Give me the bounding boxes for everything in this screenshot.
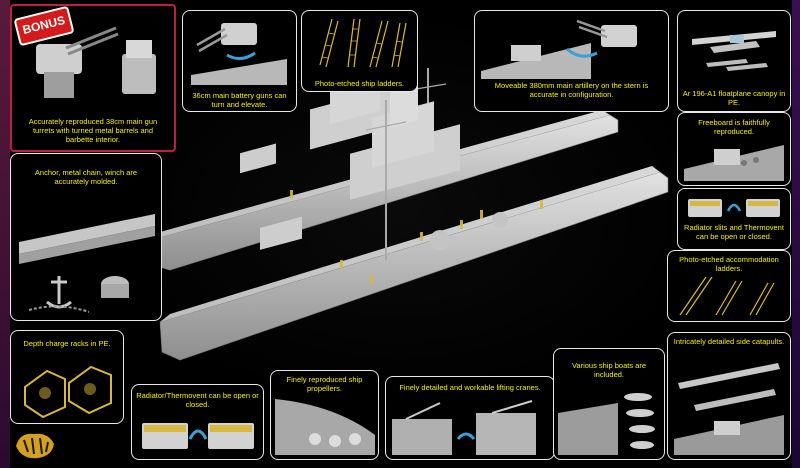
anchor-caption: Anchor, metal chain, winch are accuratel…: [34, 168, 138, 186]
radiator-bottom-caption: Radiator/Thermovent can be open or close…: [136, 391, 259, 409]
gun-turret-illustration: [191, 23, 287, 85]
bonus-caption: Accurately reproduced 38cm main gun turr…: [28, 117, 158, 144]
catapult-illustration: [674, 363, 784, 455]
accommodation-ladders-caption: Photo-etched accommodation ladders.: [679, 255, 779, 273]
rotate-arrow-icon: [226, 51, 256, 60]
right-gradient-edge: [792, 0, 800, 468]
radiator-right-caption: Radiator slits and Thermovent can be ope…: [684, 223, 784, 241]
radiator-bottom-panel: Radiator/Thermovent can be open or close…: [131, 384, 264, 460]
radiator-bottom-illustration: [142, 423, 254, 449]
anchor-panel: Anchor, metal chain, winch are accuratel…: [10, 153, 162, 321]
cranes-caption: Finely detailed and workable lifting cra…: [399, 383, 541, 392]
battery-guns-caption: 36cm main battery guns can turn and elev…: [192, 91, 287, 109]
floatplane-caption: Ar 196-A1 floatplane canopy in PE.: [682, 89, 786, 107]
turret-illustration: [36, 26, 156, 98]
rotate-arrow-icon: [456, 432, 476, 440]
battery-guns-panel: 36cm main battery guns can turn and elev…: [182, 10, 297, 112]
tiger-logo-icon: [16, 433, 54, 459]
ladder-illustration: [319, 18, 407, 68]
boats-illustration: [558, 393, 655, 455]
freeboard-illustration: [684, 145, 784, 181]
depth-charge-panel: Depth charge racks in PE.: [10, 330, 124, 424]
rotate-arrow-icon: [188, 429, 208, 440]
crane-illustration: [392, 400, 536, 455]
floatplane-panel: Ar 196-A1 floatplane canopy in PE.: [677, 10, 791, 112]
propeller-illustration: [275, 399, 375, 455]
accommodation-ladder-illustration: [679, 276, 775, 316]
stern-artillery-panel: Moveable 380mm main artillery on the ste…: [474, 10, 669, 112]
bonus-panel: BONUS Accurately reproduced 38cm main gu…: [10, 4, 176, 152]
radiator-right-panel: Radiator slits and Thermovent can be ope…: [677, 188, 791, 250]
propellers-caption: Finely reproduced ship propellers.: [286, 375, 363, 393]
stern-turret-illustration: [481, 19, 637, 79]
boats-panel: Various ship boats are included.: [553, 348, 665, 460]
battleship-models-illustration: [149, 60, 669, 361]
rotate-arrow-icon: [566, 47, 598, 58]
ladders-panel: Photo-etched ship ladders.: [301, 10, 418, 92]
propellers-panel: Finely reproduced ship propellers.: [270, 370, 379, 460]
depth-charge-illustration: [24, 365, 112, 419]
cranes-panel: Finely detailed and workable lifting cra…: [385, 376, 555, 460]
floatplane-illustration: [692, 31, 776, 71]
ladders-caption: Photo-etched ship ladders.: [314, 79, 405, 88]
anchor-illustration: [19, 214, 155, 313]
accommodation-ladders-panel: Photo-etched accommodation ladders.: [667, 250, 791, 322]
radiator-illustration: [688, 199, 780, 217]
freeboard-panel: Freeboard is faithfully reproduced.: [677, 112, 791, 186]
freeboard-caption: Freeboard is faithfully reproduced.: [698, 118, 770, 136]
depth-charge-caption: Depth charge racks in PE.: [23, 339, 111, 348]
boats-caption: Various ship boats are included.: [571, 361, 647, 379]
catapults-caption: Intricately detailed side catapults.: [673, 337, 785, 346]
stern-artillery-caption: Moveable 380mm main artillery on the ste…: [494, 81, 649, 99]
left-gradient-edge: [0, 0, 10, 468]
catapults-panel: Intricately detailed side catapults.: [667, 332, 791, 460]
rotate-arrow-icon: [726, 203, 742, 212]
